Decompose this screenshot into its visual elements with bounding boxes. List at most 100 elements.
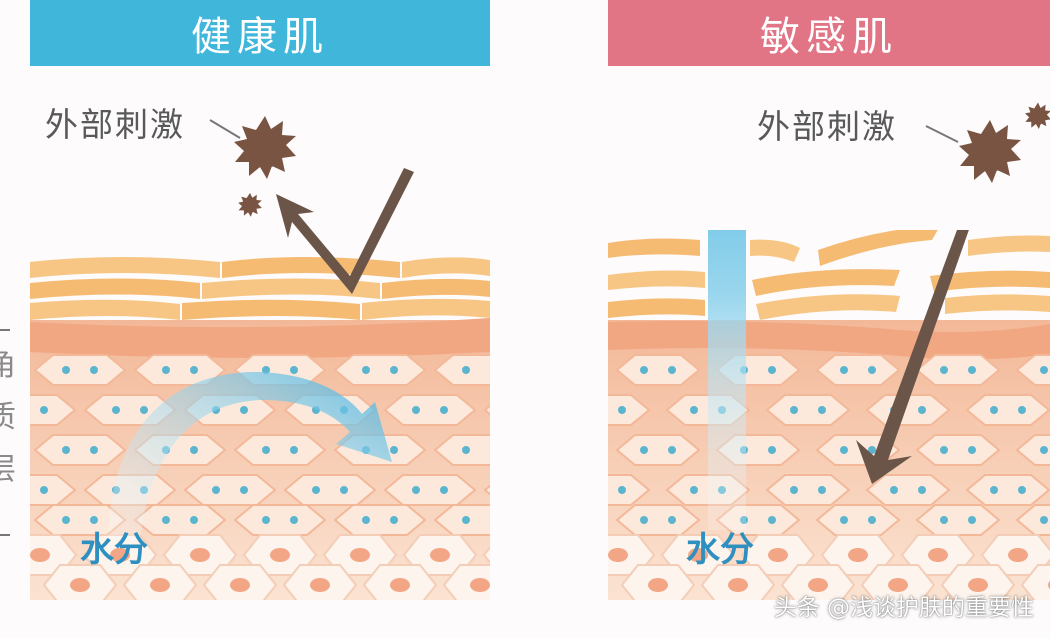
cell-nucleus: [868, 366, 876, 374]
basal-cell-nucleus: [270, 548, 290, 562]
skin-cell: [433, 504, 490, 536]
cell-nucleus: [790, 406, 798, 414]
cell-nucleus: [1018, 486, 1026, 494]
cell-nucleus: [668, 446, 676, 454]
cell-nucleus: [590, 486, 598, 494]
water-label-healthy: 水分: [80, 530, 148, 570]
cell-nucleus: [440, 486, 448, 494]
skin-cell: [33, 434, 127, 466]
cell-nucleus: [690, 486, 698, 494]
cell-nucleus: [918, 406, 926, 414]
cell-nucleus: [390, 516, 398, 524]
cell-nucleus: [790, 486, 798, 494]
basal-cell-nucleus: [768, 548, 788, 562]
cell-nucleus: [640, 516, 648, 524]
cell-nucleus: [1040, 516, 1048, 524]
cell-nucleus: [290, 516, 298, 524]
skin-cell: [183, 474, 277, 506]
skin-cell: [133, 504, 227, 536]
cell-nucleus: [240, 406, 248, 414]
basal-cell-nucleus: [150, 578, 170, 592]
skin-cell: [433, 434, 490, 466]
cell-nucleus: [618, 406, 626, 414]
cell-nucleus: [668, 516, 676, 524]
banner-sensitive-skin: 敏感肌: [760, 14, 898, 60]
stimulus-particle-icon: [238, 192, 262, 217]
basal-cell-nucleus: [70, 578, 90, 592]
skin-cell: [615, 354, 701, 386]
skin-cell: [333, 354, 427, 386]
cell-nucleus: [540, 446, 548, 454]
cell-nucleus: [540, 406, 548, 414]
cell-nucleus: [690, 406, 698, 414]
cell-nucleus: [940, 516, 948, 524]
cell-nucleus: [190, 516, 198, 524]
skin-cell: [517, 505, 599, 535]
cell-nucleus: [618, 486, 626, 494]
cell-nucleus: [668, 366, 676, 374]
skin-cell: [1015, 434, 1050, 466]
cell-nucleus: [262, 446, 270, 454]
cell-nucleus: [90, 446, 98, 454]
basal-cell-nucleus: [888, 578, 908, 592]
watermark: 头条 @浅谈护肤的重要性: [773, 595, 1034, 621]
cell-nucleus: [968, 446, 976, 454]
skin-cell: [30, 474, 77, 506]
sensitive-skin-illustration: [517, 230, 1050, 600]
basal-cell-nucleus: [470, 578, 490, 592]
side-layer-label-text: 角质层: [0, 348, 16, 487]
skin-cell: [965, 394, 1050, 426]
cell-nucleus: [162, 366, 170, 374]
cell-nucleus: [490, 516, 498, 524]
stimulus-arrow-icon: [276, 168, 414, 294]
cell-nucleus: [990, 406, 998, 414]
basal-cell-nucleus: [1008, 548, 1028, 562]
cell-nucleus: [512, 406, 520, 414]
basal-cell-nucleus: [110, 548, 130, 562]
water-arrow-icon: [708, 230, 746, 530]
cell-nucleus: [40, 406, 48, 414]
cell-nucleus: [440, 406, 448, 414]
cell-nucleus: [190, 366, 198, 374]
right-basal-cells: [608, 534, 1050, 600]
cell-nucleus: [240, 486, 248, 494]
basal-cell-nucleus: [350, 548, 370, 562]
cell-nucleus: [990, 486, 998, 494]
cell-nucleus: [868, 446, 876, 454]
cell-nucleus: [462, 446, 470, 454]
cell-nucleus: [490, 446, 498, 454]
water-arrow-icon: [108, 371, 392, 540]
skin-cell: [615, 434, 701, 466]
cell-nucleus: [290, 446, 298, 454]
skin-cell: [608, 474, 651, 506]
cell-nucleus: [162, 516, 170, 524]
cell-nucleus: [1018, 406, 1026, 414]
basal-cell-nucleus: [648, 578, 668, 592]
stimulus-pointer-line: [209, 119, 241, 139]
cell-nucleus: [62, 366, 70, 374]
cell-nucleus: [768, 446, 776, 454]
cell-nucleus: [918, 486, 926, 494]
cell-nucleus: [568, 516, 576, 524]
external-stimulus-label-healthy: 外部刺激: [45, 105, 185, 144]
skin-cell: [283, 474, 377, 506]
skin-cell: [233, 504, 327, 536]
stimulus-pointer-line: [925, 125, 959, 143]
basal-cell-nucleus: [728, 578, 748, 592]
cell-nucleus: [412, 406, 420, 414]
cell-nucleus: [540, 366, 548, 374]
skin-cell: [965, 474, 1050, 506]
cell-nucleus: [540, 516, 548, 524]
skin-cell: [383, 474, 477, 506]
cell-nucleus: [840, 446, 848, 454]
cell-nucleus: [90, 366, 98, 374]
basal-cell: [482, 545, 490, 565]
cell-nucleus: [640, 446, 648, 454]
cell-nucleus: [968, 516, 976, 524]
cell-nucleus: [490, 366, 498, 374]
skin-cell: [517, 435, 599, 465]
cell-nucleus: [340, 486, 348, 494]
cell-nucleus: [568, 446, 576, 454]
cell-nucleus: [40, 486, 48, 494]
